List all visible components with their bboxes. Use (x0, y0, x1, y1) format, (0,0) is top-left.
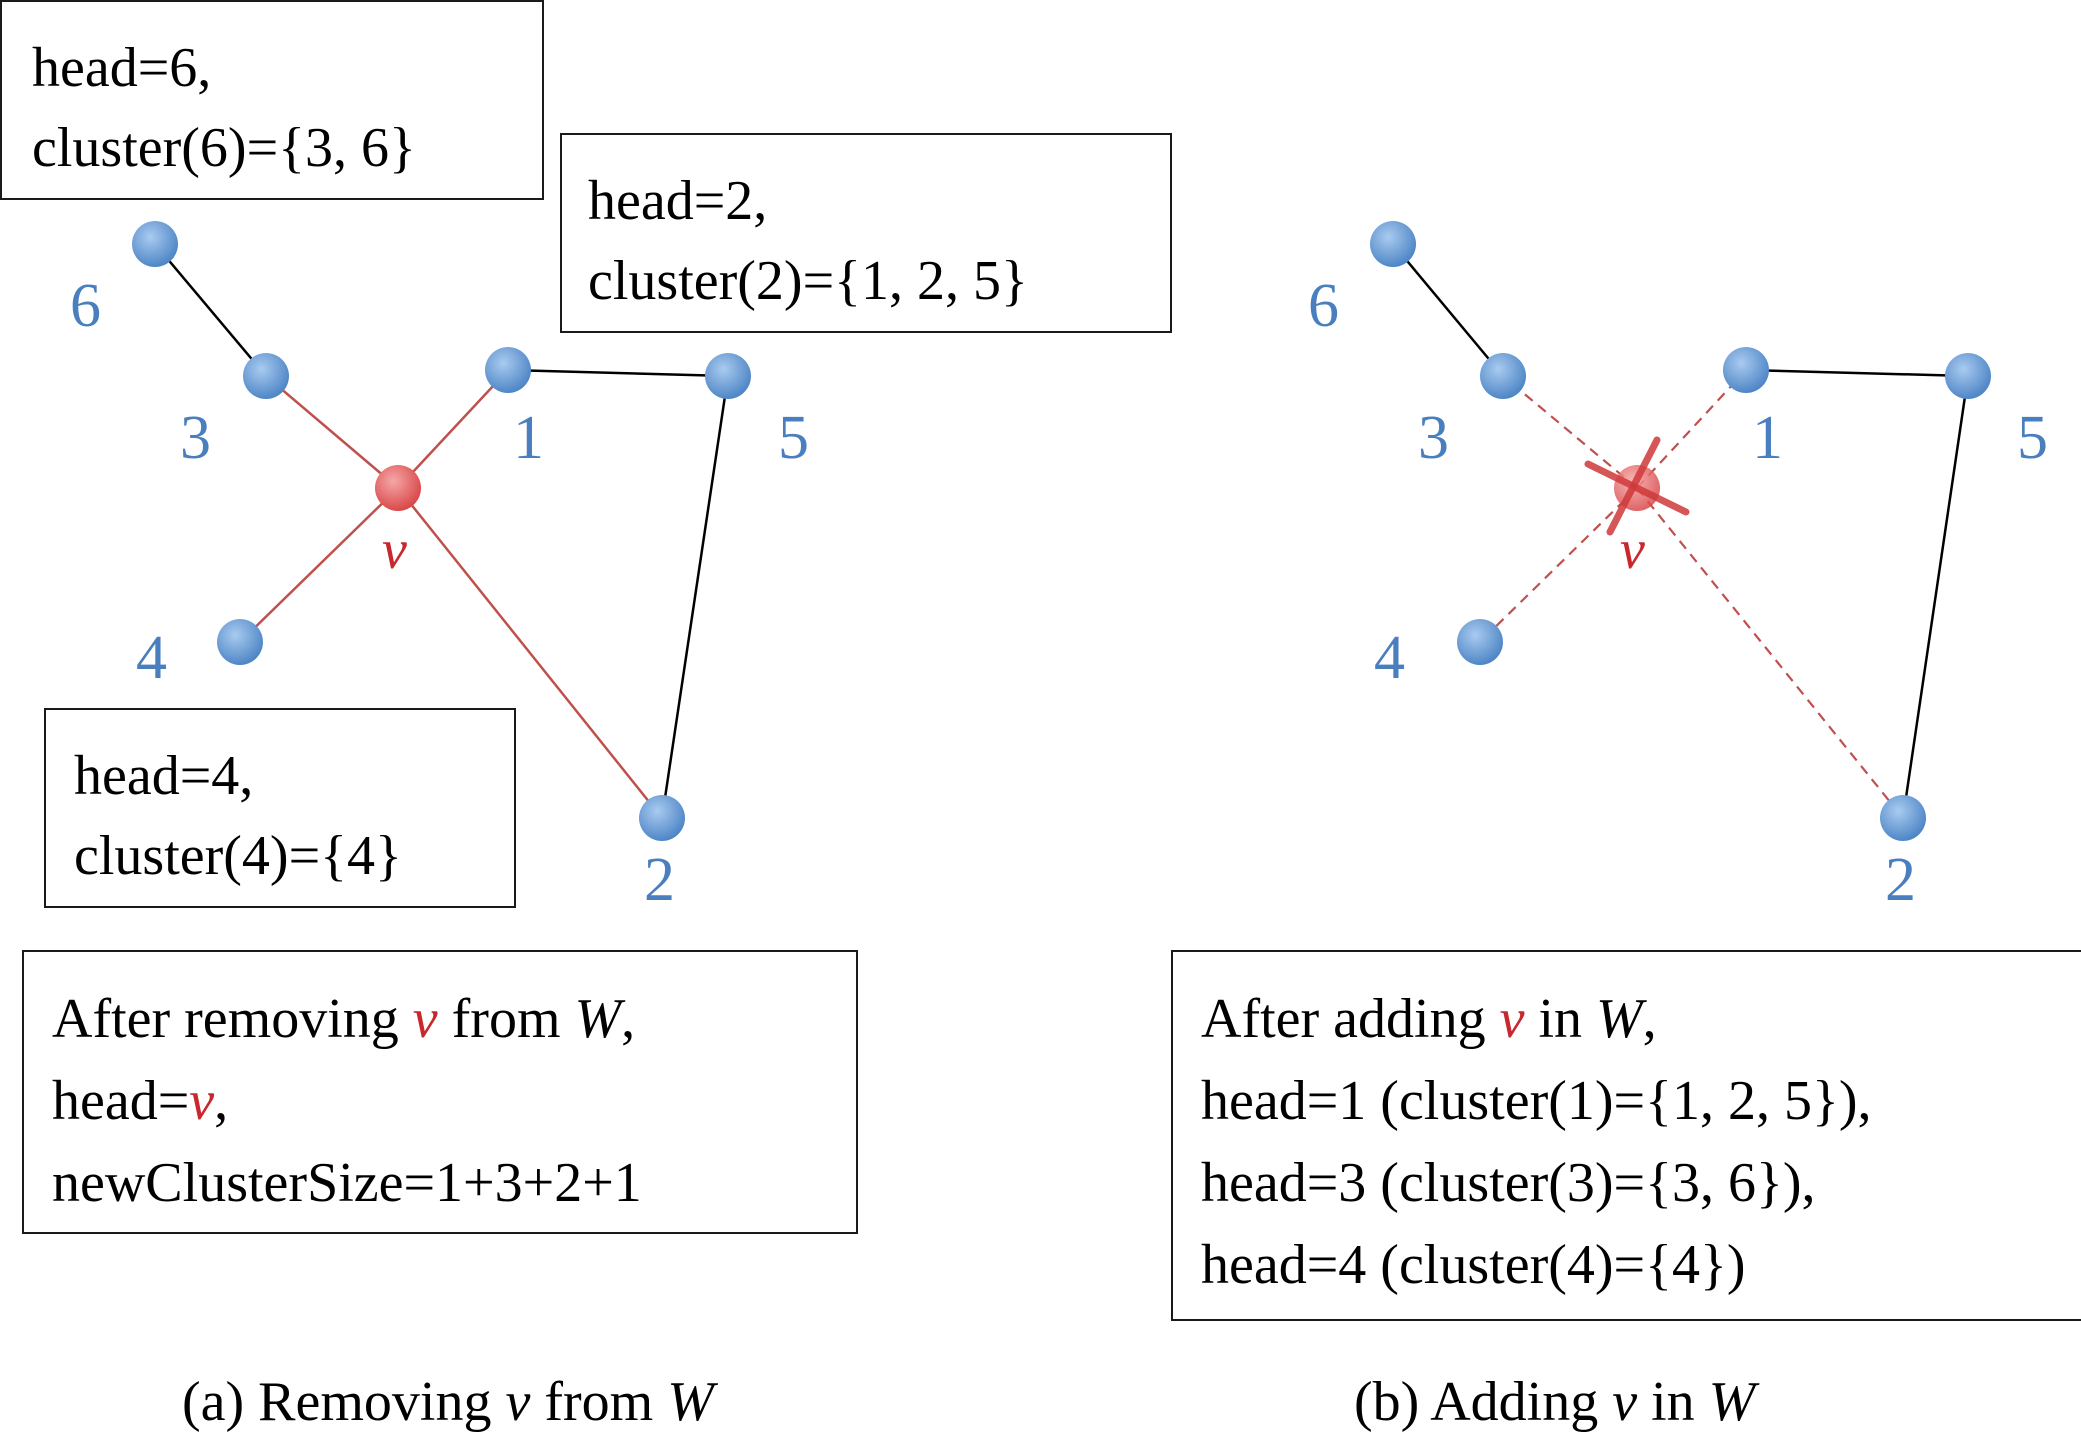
panel-a-edges (154, 243, 730, 819)
cluster-box-head2: head=2, cluster(2)={1, 2, 5} (560, 133, 1172, 333)
cluster-box-head2-line1: head=2, (588, 170, 768, 232)
edge-b-v-2 (1636, 487, 1904, 819)
edge-a-5-2 (660, 375, 730, 819)
edge-a-v-3 (265, 375, 399, 489)
node-label-a-3: 3 (180, 404, 211, 472)
center-label-b-v: v (1620, 519, 1645, 581)
node-a-3 (243, 353, 289, 399)
node-a-6 (132, 221, 178, 267)
panel-b-nodes (1370, 221, 1991, 841)
node-a-5 (705, 353, 751, 399)
cluster-box-head6: head=6, cluster(6)={3, 6} (0, 0, 544, 200)
cluster-box-head2-line2: cluster(2)={1, 2, 5} (588, 250, 1028, 312)
panel-a-labels: 6 3 1 5 4 2 v (70, 272, 809, 914)
edge-b-5-2 (1901, 375, 1970, 819)
summary-b-line4: head=4 (cluster(4)={4}) (1201, 1234, 1746, 1296)
summary-a-line3: newClusterSize=1+3+2+1 (52, 1152, 642, 1214)
node-label-b-1: 1 (1752, 404, 1783, 472)
node-b-1 (1723, 347, 1769, 393)
panel-b-labels: 6 3 1 5 4 2 v (1308, 272, 2048, 914)
panel-b-edges (1392, 243, 1970, 819)
summary-b-line1: After adding v in W, (1201, 988, 1657, 1050)
cross-mark-icon (1584, 436, 1690, 536)
edge-a-v-4 (239, 487, 399, 643)
node-label-a-2: 2 (644, 846, 675, 914)
node-label-a-5: 5 (778, 404, 809, 472)
node-a-4 (217, 619, 263, 665)
edge-b-v-3 (1502, 375, 1638, 489)
node-label-b-5: 5 (2017, 404, 2048, 472)
edge-a-6-3 (154, 243, 267, 377)
summary-b-line2: head=1 (cluster(1)={1, 2, 5}), (1201, 1070, 1872, 1132)
edge-b-v-1 (1636, 369, 1747, 489)
summary-a-line1: After removing v from W, (52, 988, 636, 1050)
cluster-box-head6-line1: head=6, (32, 37, 212, 99)
caption-a: (a) Removing v from W (182, 1371, 714, 1433)
node-label-a-6: 6 (70, 272, 101, 340)
cluster-box-head4-line2: cluster(4)={4} (74, 825, 402, 887)
node-label-a-4: 4 (136, 624, 167, 692)
summary-box-a: After removing v from W, head=v, newClus… (22, 950, 858, 1234)
node-label-b-6: 6 (1308, 272, 1339, 340)
summary-box-b: After adding v in W, head=1 (cluster(1)=… (1171, 950, 2081, 1321)
node-label-b-3: 3 (1418, 404, 1449, 472)
edge-a-1-5 (507, 368, 729, 378)
cluster-box-head4-line1: head=4, (74, 745, 254, 807)
node-a-2 (639, 795, 685, 841)
cluster-box-head4: head=4, cluster(4)={4} (44, 708, 516, 908)
caption-b: (b) Adding v in W (1354, 1371, 1756, 1433)
summary-a-line2: head=v, (52, 1070, 229, 1132)
node-b-5 (1945, 353, 1991, 399)
summary-b-line3: head=3 (cluster(3)={3, 6}), (1201, 1152, 1816, 1214)
node-b-6 (1370, 221, 1416, 267)
edge-b-6-3 (1392, 243, 1504, 377)
node-label-b-4: 4 (1374, 624, 1405, 692)
node-a-1 (485, 347, 531, 393)
node-label-b-2: 2 (1885, 846, 1916, 914)
edge-b-1-5 (1745, 368, 1969, 378)
edge-a-v-2 (397, 487, 663, 819)
node-b-4 (1457, 619, 1503, 665)
node-label-a-1: 1 (513, 404, 544, 472)
edge-a-v-1 (397, 369, 509, 489)
edge-b-v-4 (1479, 487, 1638, 643)
panel-a-nodes (132, 221, 751, 841)
center-label-a-v: v (382, 519, 407, 581)
node-b-2 (1880, 795, 1926, 841)
cluster-box-head6-line2: cluster(6)={3, 6} (32, 117, 416, 179)
node-a-v (375, 465, 421, 511)
node-b-3 (1480, 353, 1526, 399)
